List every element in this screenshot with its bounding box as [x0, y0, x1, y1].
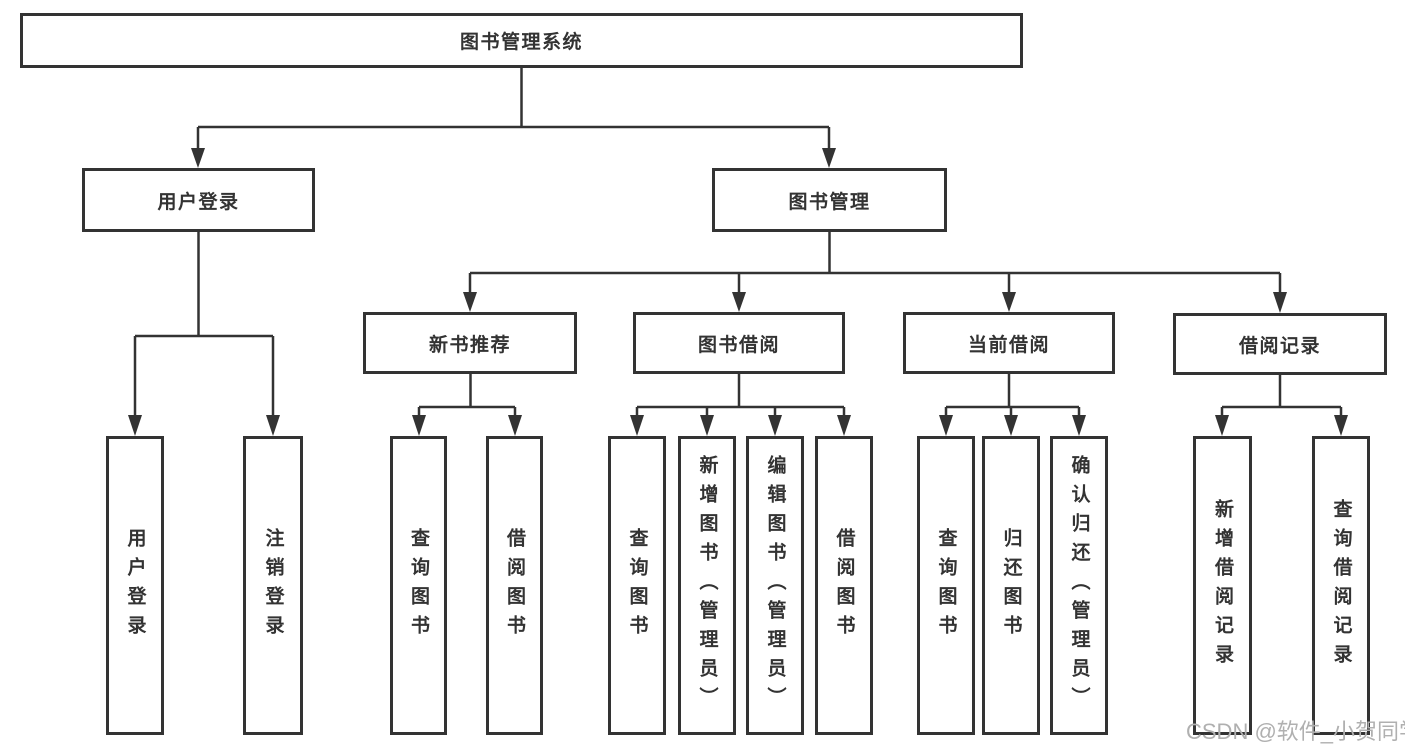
node-label: 当前借阅: [967, 334, 1050, 356]
node-label: 图书管理: [788, 191, 871, 213]
node-label: 新增借阅记录: [1212, 498, 1233, 673]
node-label: 确认归还（管理员）: [1068, 455, 1090, 716]
node-label: 查询图书: [408, 527, 429, 644]
node-label: 查询图书: [935, 527, 957, 644]
node-library-management-system: 图书管理系统: [20, 13, 1023, 68]
leaf-borrow-books: 借阅图书: [815, 436, 873, 735]
leaf-query-books: 查询图书: [608, 436, 666, 735]
node-label: 查询图书: [626, 527, 648, 644]
leaf-query-borrow-record: 查询借阅记录: [1312, 436, 1370, 735]
node-label: 归还图书: [1000, 527, 1022, 644]
node-label: 用户登录: [124, 527, 146, 644]
leaf-add-borrow-record: 新增借阅记录: [1193, 436, 1252, 735]
leaf-user-login: 用户登录: [106, 436, 164, 735]
node-label: 图书借阅: [697, 334, 780, 356]
node-label: 借阅记录: [1238, 335, 1321, 357]
node-user-login: 用户登录: [82, 168, 315, 232]
leaf-borrow-books: 借阅图书: [486, 436, 543, 735]
leaf-logout: 注销登录: [243, 436, 303, 735]
node-current-borrowing: 当前借阅: [903, 312, 1115, 374]
node-label: 用户登录: [157, 191, 240, 213]
node-label: 新书推荐: [428, 334, 511, 356]
leaf-add-books-admin: 新增图书（管理员）: [678, 436, 736, 735]
node-label: 图书管理系统: [459, 32, 583, 53]
node-label: 注销登录: [262, 527, 284, 644]
node-label: 编辑图书（管理员）: [764, 455, 786, 716]
node-label: 借阅图书: [833, 527, 855, 644]
node-borrowing-records: 借阅记录: [1173, 313, 1387, 375]
leaf-return-books: 归还图书: [982, 436, 1040, 735]
node-new-book-recommendation: 新书推荐: [363, 312, 577, 374]
node-label: 查询借阅记录: [1330, 498, 1352, 673]
leaf-edit-books-admin: 编辑图书（管理员）: [746, 436, 804, 735]
leaf-query-books: 查询图书: [917, 436, 975, 735]
node-label: 借阅图书: [504, 527, 525, 644]
csdn-watermark: CSDN @软件_小贺同学: [1186, 719, 1405, 744]
node-book-borrowing: 图书借阅: [633, 312, 845, 374]
node-book-management: 图书管理: [712, 168, 947, 232]
leaf-query-books: 查询图书: [390, 436, 447, 735]
node-label: 新增图书（管理员）: [696, 455, 718, 716]
leaf-confirm-return-admin: 确认归还（管理员）: [1050, 436, 1108, 735]
